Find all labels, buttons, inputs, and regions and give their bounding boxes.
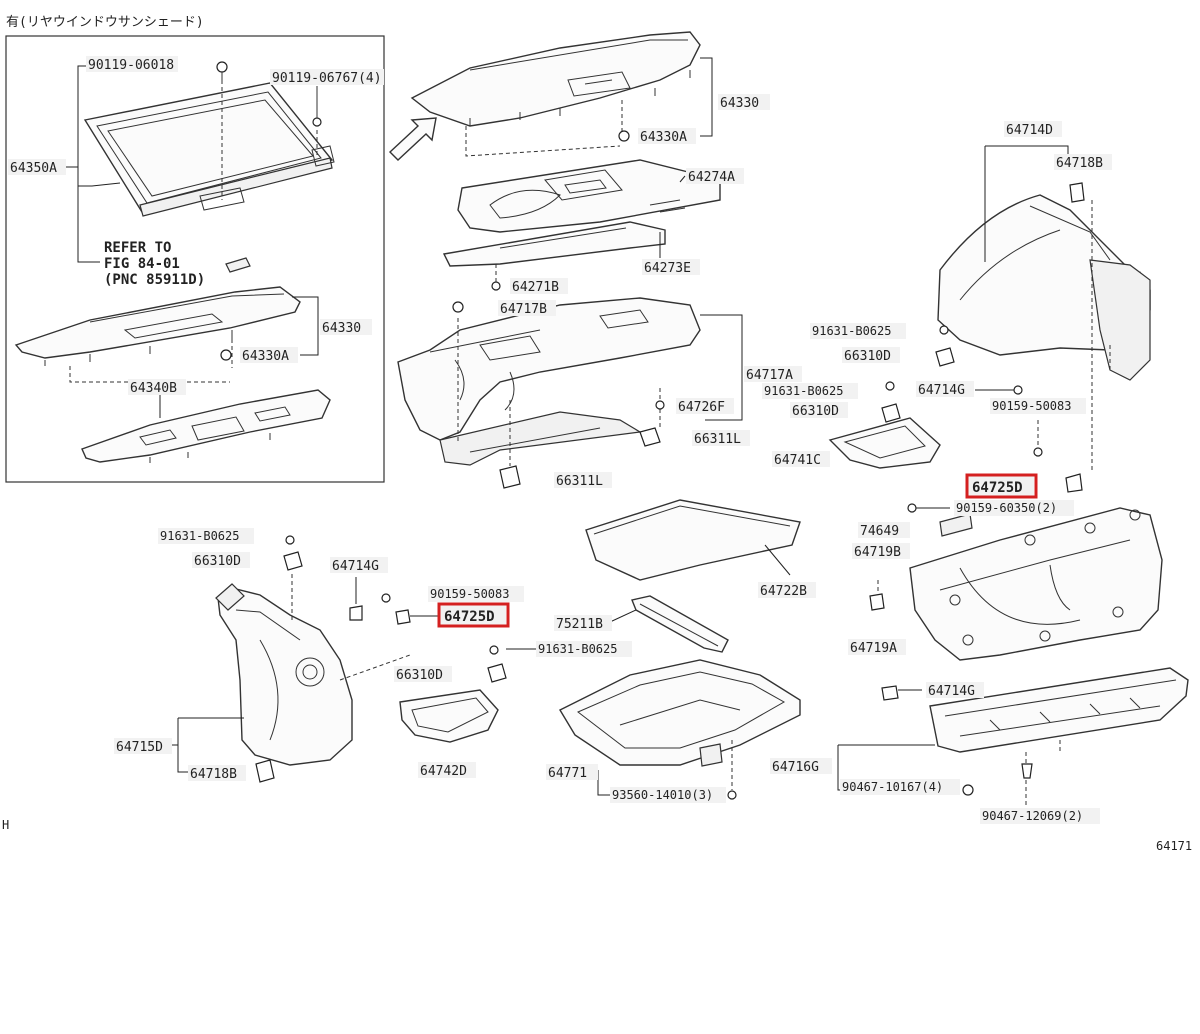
label-64717A: 64717A — [746, 368, 793, 383]
refer-line-1: REFER TO — [104, 240, 171, 256]
label-64716G: 64716G — [772, 760, 819, 775]
inset-panel: 有(リヤウインドウサンシェード) — [5, 15, 385, 483]
inset-title: 有(リヤウインドウサンシェード) — [6, 15, 204, 30]
label-64714G-l: 64714G — [332, 559, 379, 574]
label-90159-50083-r: 90159-50083 — [992, 399, 1071, 413]
label-64330-inset: 64330 — [322, 321, 361, 336]
label-64714G-b: 64714G — [928, 684, 975, 699]
label-64714G-r: 64714G — [918, 383, 965, 398]
label-64726F: 64726F — [678, 400, 725, 415]
label-66311L-a: 66311L — [694, 432, 741, 447]
label-64273E: 64273E — [644, 261, 691, 276]
label-66310D-r1: 66310D — [844, 349, 891, 364]
label-64725D-r: 64725D — [972, 480, 1023, 496]
sill-plate — [929, 667, 1189, 770]
highlight-64725D-right — [965, 473, 1038, 499]
corner-mark: H — [2, 818, 9, 832]
label-64725D-l: 64725D — [444, 609, 495, 625]
package-tray — [410, 31, 701, 157]
label-75211B: 75211B — [556, 617, 603, 632]
floor-mat — [585, 499, 801, 581]
spare-tire-cover — [559, 659, 801, 767]
label-64719B: 64719B — [854, 545, 901, 560]
refer-line-3: (PNC 85911D) — [104, 272, 205, 288]
label-90119-06767: 90119-06767(4) — [272, 71, 382, 86]
label-90467-10167: 90467-10167(4) — [842, 780, 943, 794]
label-64350A: 64350A — [10, 161, 57, 176]
label-64271B: 64271B — [512, 280, 559, 295]
refer-line-2: FIG 84-01 — [104, 256, 180, 272]
label-64719A: 64719A — [850, 641, 897, 656]
label-91631-l: 91631-B0625 — [160, 529, 239, 543]
label-64330A-inset: 64330A — [242, 349, 289, 364]
label-90159-50083-l: 90159-50083 — [430, 587, 509, 601]
label-64718B-l: 64718B — [190, 767, 237, 782]
label-64741C: 64741C — [774, 453, 821, 468]
label-91631-m: 91631-B0625 — [538, 642, 617, 656]
side-trim-left — [215, 574, 411, 766]
label-93560-14010: 93560-14010(3) — [612, 788, 713, 802]
floor-board-upper — [457, 159, 721, 233]
label-90467-12069: 90467-12069(2) — [982, 809, 1083, 823]
label-74649: 74649 — [860, 524, 899, 539]
label-64340B: 64340B — [130, 381, 177, 396]
label-64771: 64771 — [548, 766, 587, 781]
label-91631-r2: 91631-B0625 — [764, 384, 843, 398]
label-90159-60350: 90159-60350(2) — [956, 501, 1057, 515]
sunshade-assembly — [83, 80, 335, 217]
label-64714D: 64714D — [1006, 123, 1053, 138]
label-91631-r1: 91631-B0625 — [812, 324, 891, 338]
rear-trim-inset — [81, 389, 331, 463]
label-64718B-top: 64718B — [1056, 156, 1103, 171]
label-64742D: 64742D — [420, 764, 467, 779]
label-64717B: 64717B — [500, 302, 547, 317]
side-box-left — [399, 689, 499, 743]
direction-arrow — [388, 117, 437, 161]
trunk-lid-trim — [909, 507, 1163, 661]
label-64330: 64330 — [720, 96, 759, 111]
label-66310D-m: 66310D — [396, 668, 443, 683]
storage-strip — [631, 595, 729, 653]
highlight-64725D-left — [437, 602, 510, 628]
side-trim-right — [937, 194, 1151, 470]
floor-board-lower — [442, 221, 666, 267]
label-64722B: 64722B — [760, 584, 807, 599]
label-90119-06018: 90119-06018 — [88, 58, 174, 73]
package-tray-inset — [14, 286, 301, 383]
label-66310D-l: 66310D — [194, 554, 241, 569]
clip-74649 — [939, 513, 973, 537]
figure-code: 64171 — [1156, 839, 1192, 853]
side-box-right — [828, 417, 941, 469]
label-66310D-r2: 66310D — [792, 404, 839, 419]
inset-labels: 90119-06018 90119-06767(4) 64350A REFER … — [8, 56, 384, 396]
label-64715D: 64715D — [116, 740, 163, 755]
label-64274A: 64274A — [688, 170, 735, 185]
label-66311L-b: 66311L — [556, 474, 603, 489]
label-64330A: 64330A — [640, 130, 687, 145]
callout-labels: 64330 64330A 64274A 64273E 64271B 64717B… — [2, 94, 1192, 853]
